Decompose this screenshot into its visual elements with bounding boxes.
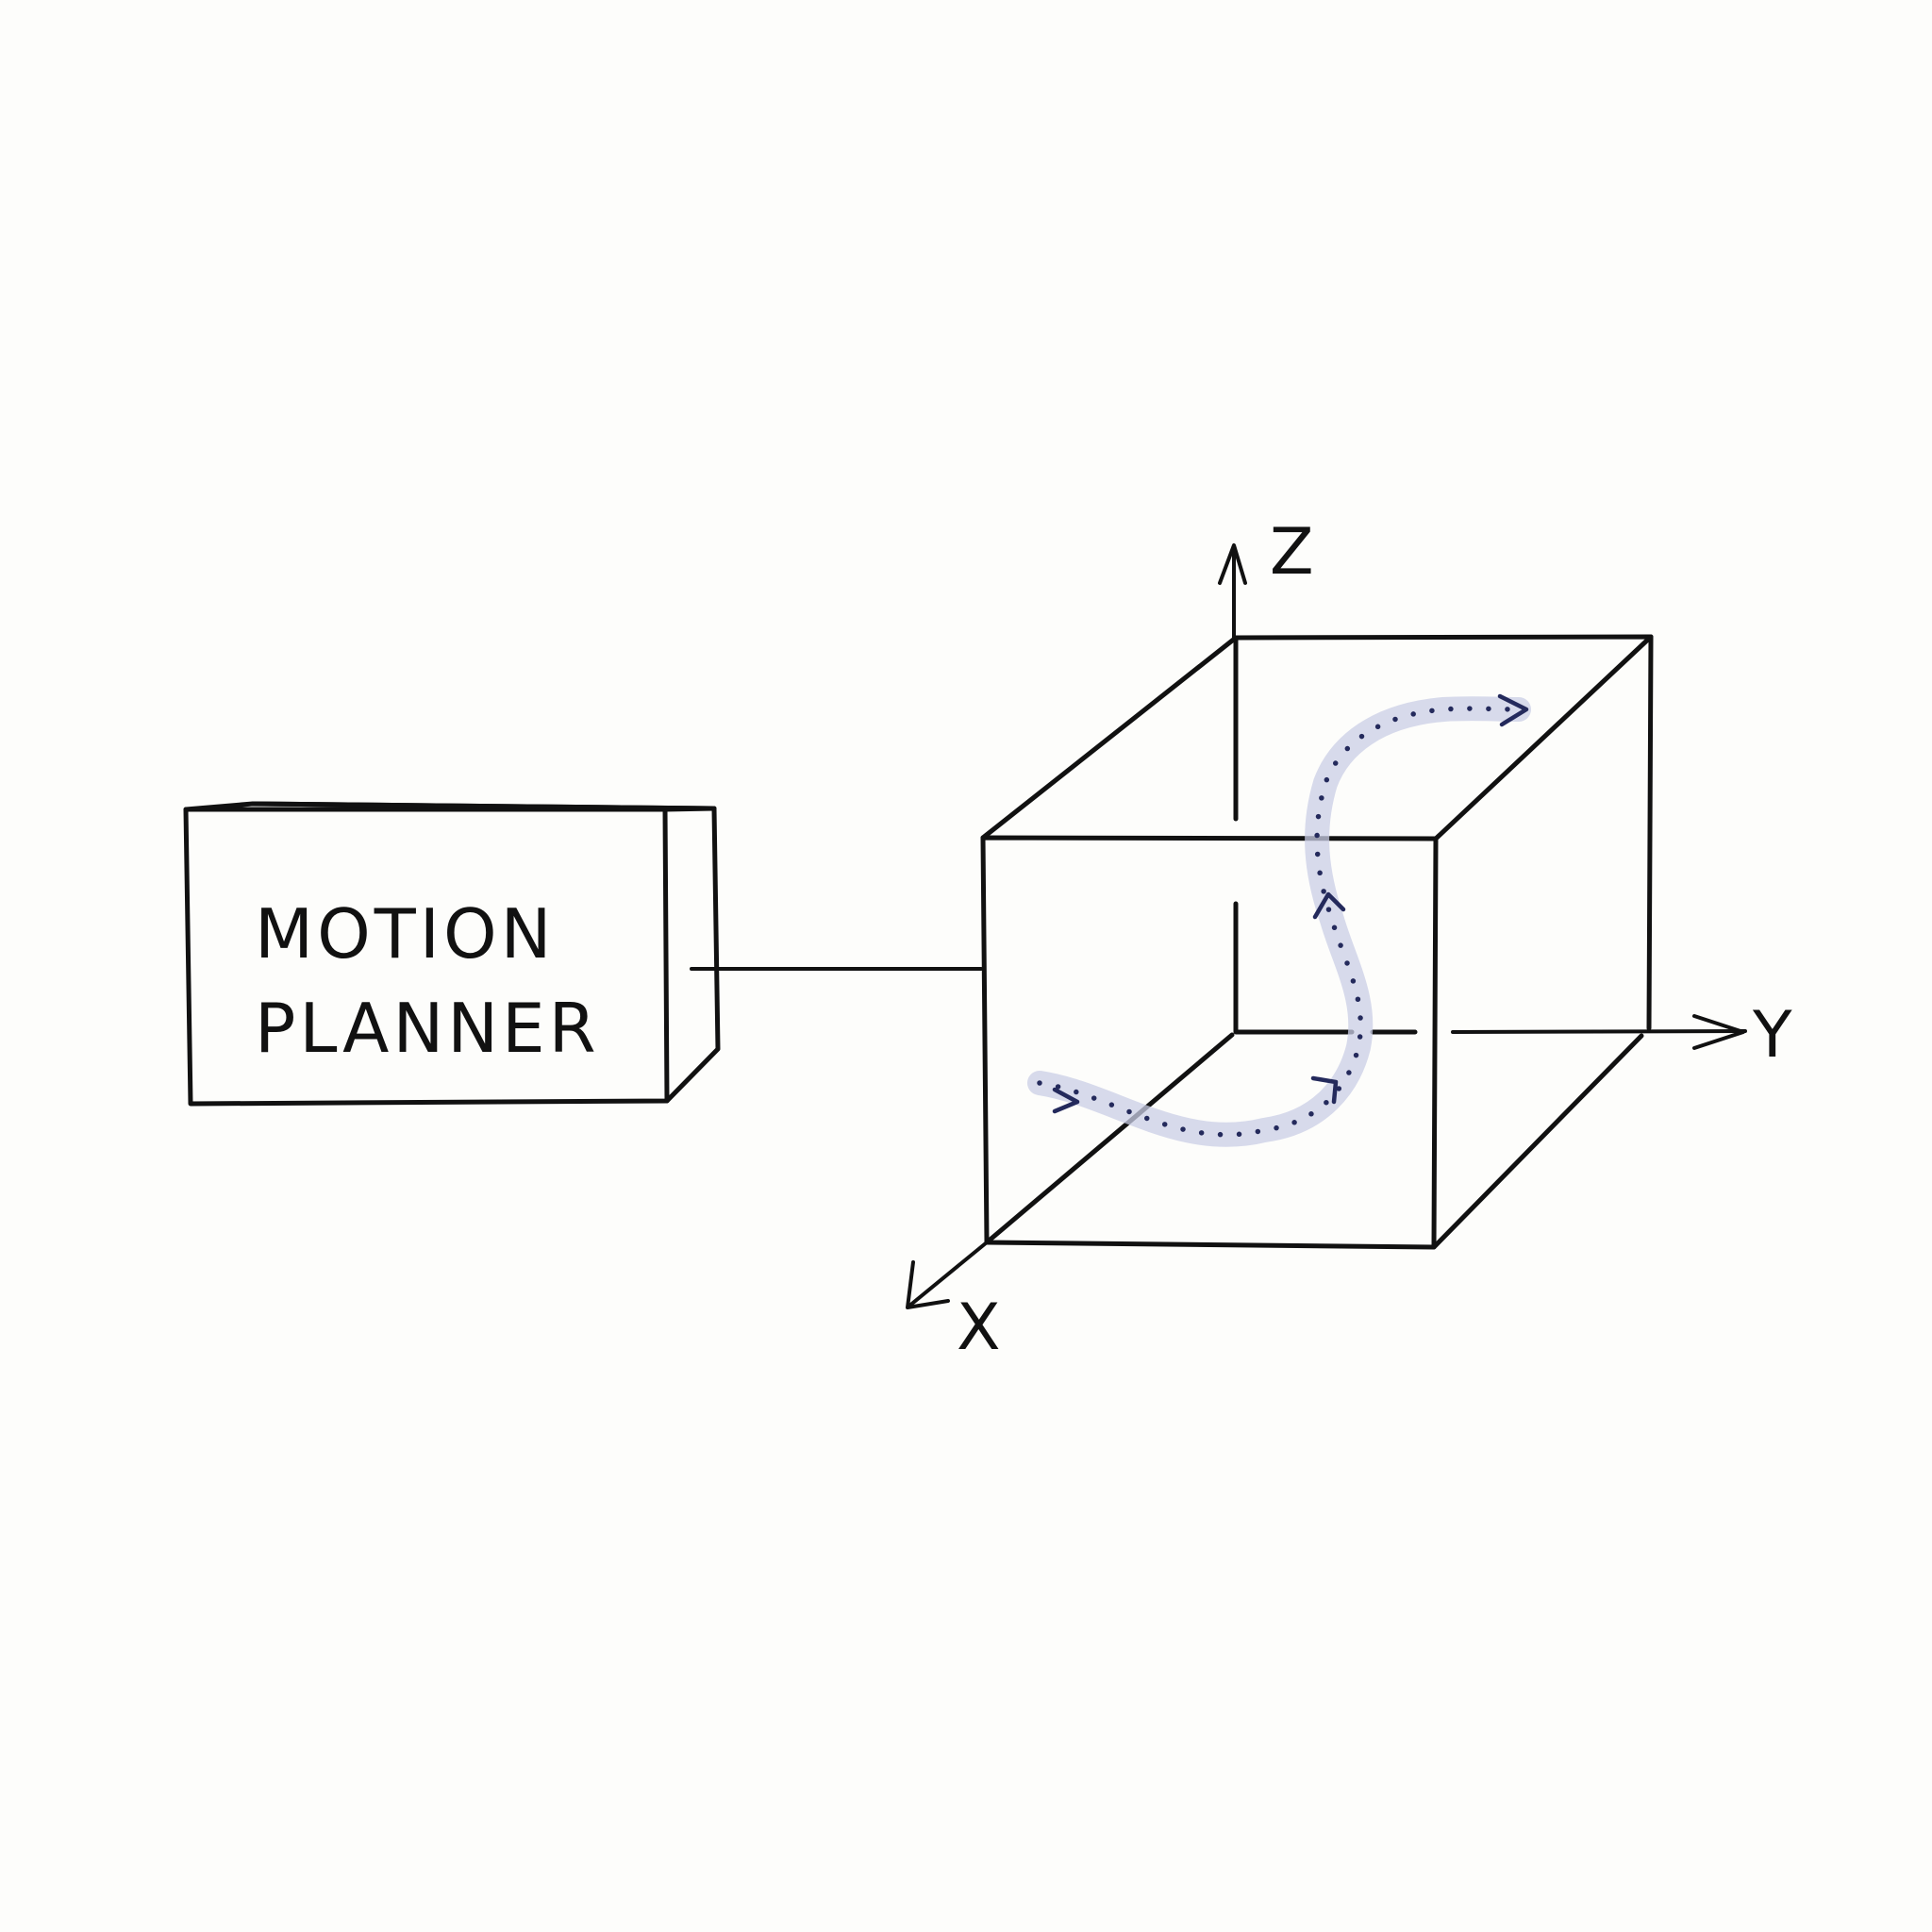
workspace-depth-edge-bottom-left <box>984 1032 1235 1245</box>
y-axis-label: Y <box>1752 998 1792 1073</box>
trajectory-halo <box>1027 696 1531 1147</box>
y-axis-arrowhead <box>1692 1014 1745 1050</box>
workspace-box <box>980 634 1654 1250</box>
trajectory-arrowhead-start <box>1052 1087 1080 1114</box>
x-axis-label: X <box>957 1291 1001 1365</box>
coordinate-axes: Z Y X <box>906 515 1792 1365</box>
workspace-depth-edge-top-left <box>980 635 1239 841</box>
planner-label-line1: MOTION <box>255 894 556 974</box>
planner-label-line2: PLANNER <box>255 989 600 1068</box>
planner-block-top-back-edge <box>250 801 717 811</box>
trajectory-arrowhead-mid-lower <box>1310 1075 1339 1105</box>
workspace-depth-edge-top-right <box>1433 634 1654 841</box>
motion-trajectory <box>1027 693 1531 1147</box>
trajectory-arrowhead-end <box>1497 693 1529 727</box>
planner-block-side-face <box>664 806 721 1104</box>
trajectory-arrowhead-mid-upper <box>1312 891 1346 920</box>
x-axis-line <box>907 1241 989 1308</box>
motion-planner-block: MOTION PLANNER <box>183 801 721 1107</box>
trajectory-dots <box>1037 706 1522 1138</box>
z-axis-arrowhead <box>1218 543 1247 585</box>
x-axis-arrowhead <box>906 1260 950 1309</box>
workspace-depth-edge-bottom-right <box>1431 1033 1644 1250</box>
z-axis-label: Z <box>1270 515 1314 590</box>
y-axis-line <box>1451 1029 1747 1034</box>
